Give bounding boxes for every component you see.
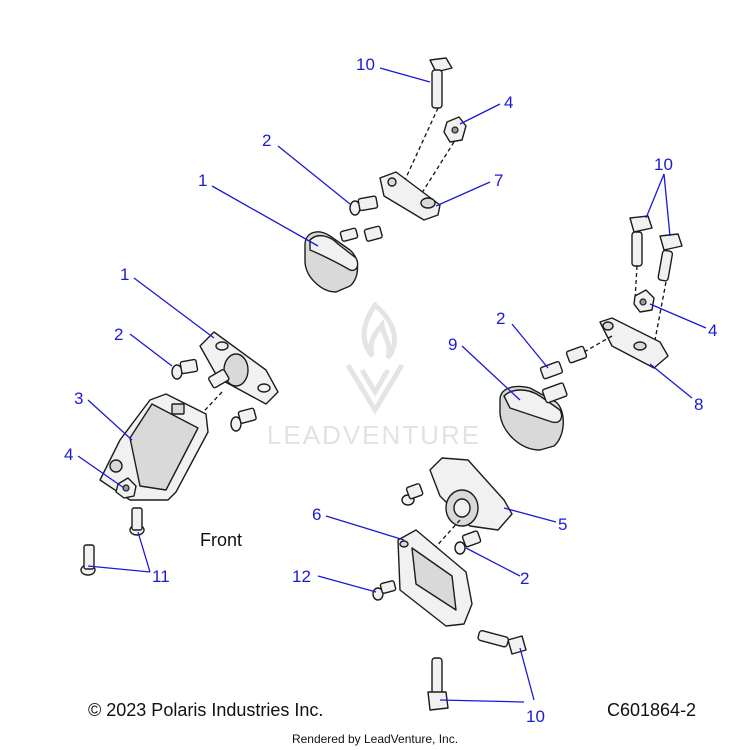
bolt-10-bottom-a — [477, 629, 527, 655]
nut-4-top — [443, 116, 467, 143]
callout-4-top: 4 — [504, 93, 513, 112]
callout-12: 12 — [292, 567, 311, 586]
centerline-right-3 — [569, 335, 613, 361]
centerline-top-1 — [404, 107, 439, 181]
centerline-right-1 — [634, 265, 638, 301]
callout-10-bottom: 10 — [526, 707, 545, 726]
callout-4-left: 4 — [64, 445, 73, 464]
front-direction-label: Front — [200, 530, 242, 550]
callout-6: 6 — [312, 505, 321, 524]
bolt-10-right-b — [657, 233, 683, 282]
callout-2-bottom: 2 — [520, 569, 529, 588]
bracket-7 — [379, 171, 441, 221]
bolt-2-top — [349, 195, 379, 216]
upper-mount-assembly — [304, 57, 467, 293]
bolt-2-left-a — [171, 358, 199, 380]
bracket-3 — [99, 393, 209, 501]
bolt-2-bottom-b — [454, 530, 482, 555]
centerline-right-2 — [654, 281, 667, 341]
engine-mount-1-left — [199, 331, 279, 405]
leadventure-logo-icon — [345, 301, 405, 415]
bolt-2-left-b — [230, 407, 257, 432]
bolt-11-a — [129, 507, 145, 536]
leadventure-watermark: LEADVENTURE — [267, 301, 481, 450]
figure-id: C601864-2 — [607, 700, 697, 720]
callout-5: 5 — [558, 515, 567, 534]
callout-labels: 10 4 2 1 7 10 1 2 2 4 9 8 3 4 6 5 11 12 … — [64, 55, 717, 726]
callout-1-top: 1 — [198, 171, 207, 190]
nut-4-right — [633, 289, 655, 313]
callout-4-right: 4 — [708, 321, 717, 340]
bracket-8 — [599, 317, 669, 369]
callout-10-right: 10 — [654, 155, 673, 174]
left-mount-assembly: Front — [80, 331, 279, 576]
bolt-10-bottom-b — [427, 657, 449, 711]
callout-7: 7 — [494, 171, 503, 190]
leader-lines — [77, 67, 707, 703]
lower-mount-assembly — [372, 457, 527, 711]
callout-10-top: 10 — [356, 55, 375, 74]
callout-2-top: 2 — [262, 131, 271, 150]
engine-mount-9 — [499, 382, 568, 451]
rendered-by-credit: Rendered by LeadVenture, Inc. — [291, 732, 459, 746]
callout-1-left: 1 — [120, 265, 129, 284]
centerline-top-2 — [419, 141, 455, 197]
bracket-6 — [397, 529, 473, 627]
callout-2-right: 2 — [496, 309, 505, 328]
callout-8: 8 — [694, 395, 703, 414]
watermark-text: LEADVENTURE — [267, 420, 481, 450]
bolt-12 — [372, 580, 397, 601]
callout-11: 11 — [152, 567, 170, 586]
bolt-10-top — [429, 57, 453, 109]
bolt-10-right-a — [629, 215, 653, 267]
engine-mount-1-top — [304, 225, 383, 293]
callout-3: 3 — [74, 389, 83, 408]
callout-2-left: 2 — [114, 325, 123, 344]
bolt-2-right — [539, 345, 588, 380]
callout-9: 9 — [448, 335, 457, 354]
copyright-notice: © 2023 Polaris Industries Inc. — [88, 700, 324, 720]
right-mount-assembly — [499, 215, 683, 451]
bolt-11-b — [80, 544, 96, 576]
engine-mount-5 — [429, 457, 513, 531]
bolt-2-bottom-a — [401, 483, 424, 506]
